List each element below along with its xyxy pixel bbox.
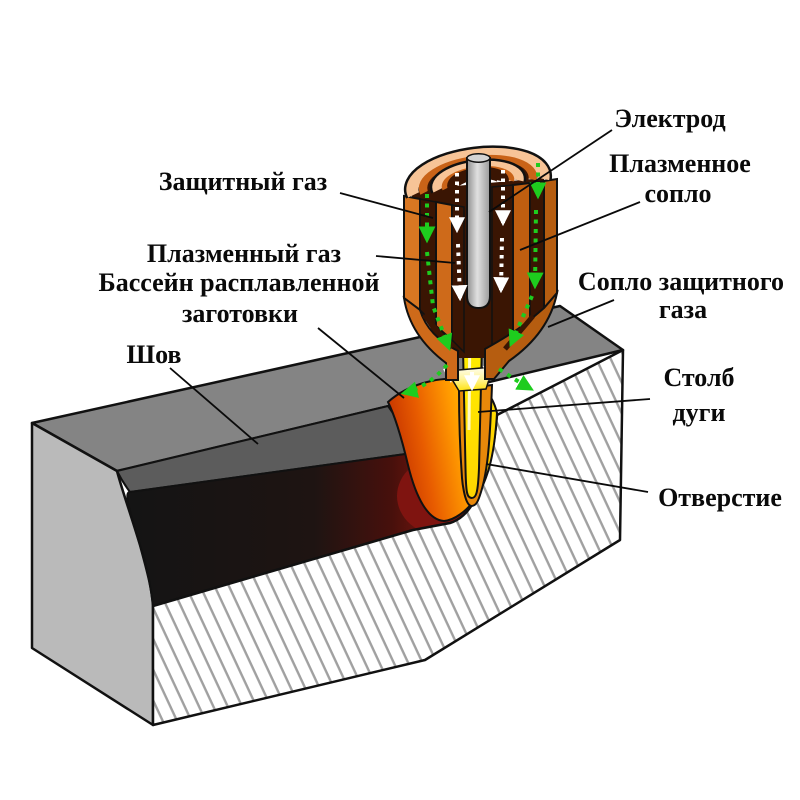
plasma-gas-arrow-icon (493, 237, 510, 294)
plasma-gas-arrow-icon (451, 243, 468, 302)
label-arc-column-line1: Столб (663, 363, 734, 392)
plasma-gas-channel-right (491, 184, 514, 357)
shield-nozzle-cup-left (402, 295, 459, 381)
leader-keyhole (485, 463, 649, 493)
label-arc-column-line2: дуги (673, 398, 726, 427)
electrode-rod (466, 157, 491, 310)
label-pool-line1: Бассейн расплавленной (99, 268, 380, 297)
label-seam: Шов (127, 340, 182, 369)
shield-gas-arrow-icon (497, 367, 534, 391)
leader-plasma-nozzle (519, 201, 641, 251)
plasma-nozzle-wall-right (512, 181, 531, 340)
label-keyhole: Отверстие (658, 483, 782, 512)
label-plasma-gas: Плазменный газ (147, 239, 341, 268)
leader-seam (169, 367, 259, 445)
leader-pool (317, 327, 405, 399)
label-shield-nozzle-line1: Сопло защитного (578, 267, 784, 296)
torch-outer-wall-right (543, 177, 558, 311)
workpiece (30, 304, 625, 727)
label-plasma-nozzle-line2: сопло (644, 179, 711, 208)
label-shield-nozzle-line2: газа (659, 295, 707, 324)
leader-shield-gas (339, 192, 434, 219)
shield-gas-arrow-icon (526, 209, 544, 290)
shield-gas-arrow-icon (400, 363, 449, 398)
label-plasma-nozzle-line1: Плазменное (609, 149, 751, 178)
label-shield-gas: Защитный газ (159, 167, 327, 196)
leader-lines (169, 129, 651, 493)
electrode-top (466, 153, 491, 163)
plasma-gas-flow-arrows (449, 170, 511, 392)
label-electrode: Электрод (614, 104, 725, 133)
label-pool-line2: заготовки (182, 299, 298, 328)
leader-shield-nozzle (547, 299, 615, 328)
labels: Защитный газ Плазменный газ Бассейн расп… (99, 104, 785, 512)
leader-electrode (488, 129, 613, 213)
leader-plasma-gas (375, 255, 456, 264)
leader-arc-column (477, 398, 651, 413)
